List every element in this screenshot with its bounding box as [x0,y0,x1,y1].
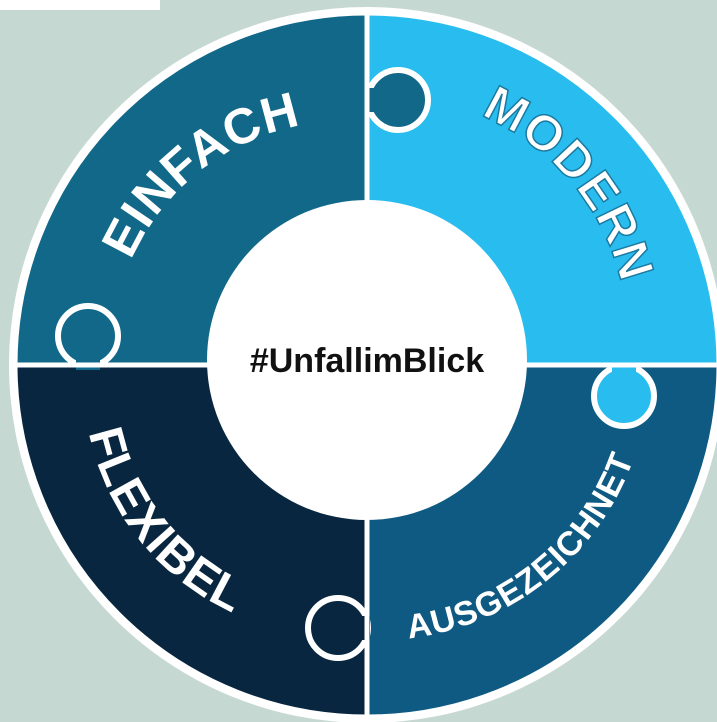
outer-edge [12,10,717,720]
center-disc [207,200,527,520]
white-corner-strip [0,0,160,10]
puzzle-knob-top [365,67,431,133]
puzzle-knob-right [591,363,657,429]
puzzle-knob-left [55,303,121,369]
center-hashtag: #UnfallimBlick [250,342,484,380]
